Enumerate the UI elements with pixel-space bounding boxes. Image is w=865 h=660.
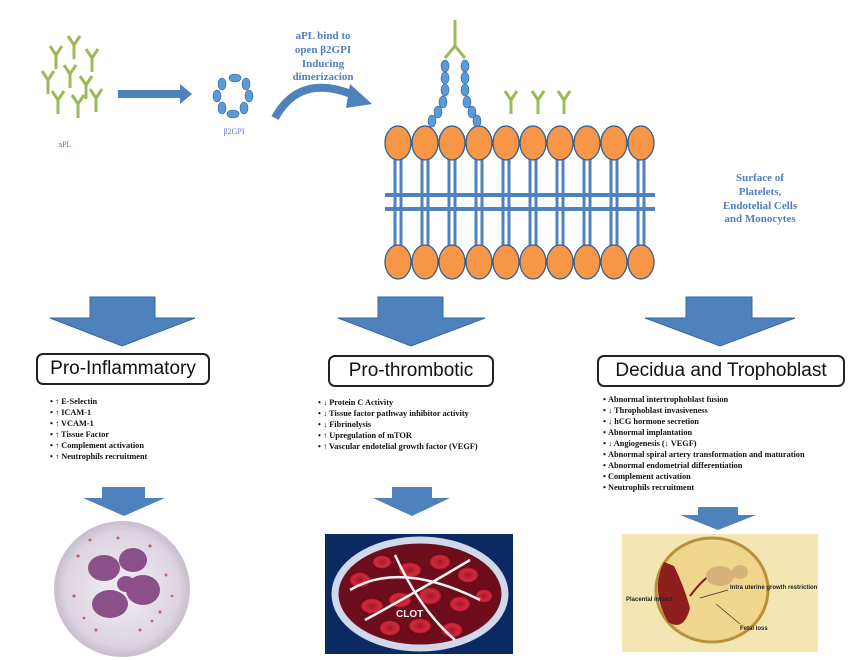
decidua-trophoblast-title: Decidua and Trophoblast [597,355,845,387]
list-item: Neutrophils recruitment [603,482,805,493]
bind-line-4: dimerizacion [292,71,354,84]
list-item: ↑ VCAM-1 [50,418,147,429]
apl-label: aPL [58,140,72,149]
surface-line-2: Platelets, [738,185,782,198]
list-item: ↑ E-Selectin [50,396,147,407]
list-item: Complement activation [603,471,805,482]
placental-infarct-label: Placental infarct [626,597,673,603]
curved-arrow-icon [271,83,358,121]
neutrophil-image [54,521,190,657]
list-item: ↓ Angiogenesis (↓ VEGF) [603,438,805,449]
list-item: ↑ Vascular endotelial growth factor (VEG… [318,441,478,452]
surface-line-1: Surface of [736,172,784,184]
list-item: ↑ Tissue Factor [50,429,147,440]
list-item: ↓ Protein C Activity [318,397,478,408]
clot-label: CLOT [396,609,424,620]
clot-image [325,534,513,654]
down-arrow-mid-icon [337,296,486,347]
membrane-antibody-icon [503,89,572,116]
list-item: ↑ Complement activation [50,440,147,451]
b2gpi-label: β2GPI [223,127,245,136]
down-arrow-right-icon [644,296,796,347]
list-item: ↓ hCG hormone secretion [603,416,805,427]
list-item: ↑ Neutrophils recruitment [50,451,147,462]
pro-thrombotic-list: ↓ Protein C Activity ↓ Tissue factor pat… [318,397,478,452]
pro-thrombotic-title: Pro-thrombotic [328,355,494,387]
pro-inflammatory-list: ↑ E-Selectin ↑ ICAM-1 ↑ VCAM-1 ↑ Tissue … [50,396,147,462]
decidua-trophoblast-list: Abnormal intertrophoblast fusion ↓ Throp… [603,394,805,493]
down-arrow-left-icon [49,296,196,347]
bind-line-1: aPL bind to [295,30,351,42]
fetal-loss-label: Fetal loss [740,626,768,632]
list-item: Abnormal endometrial differentiation [603,460,805,471]
iugr-label: Intra uterine growth restriction [730,585,818,591]
placenta-image [622,534,818,652]
surface-line-4: and Monocytes [724,213,796,226]
small-arrow-left-icon [83,487,165,516]
list-item: Abnormal intertrophoblast fusion [603,394,805,405]
bind-line-3: Inducing [301,57,345,70]
list-item: ↓ Fibrinolysis [318,419,478,430]
apl-antibody-cluster-icon [40,34,104,120]
list-item: ↑ Upregulation of mTOR [318,430,478,441]
list-item: ↑ ICAM-1 [50,407,147,418]
list-item: ↓ Tissue factor pathway inhibitor activi… [318,408,478,419]
bind-line-2: open β2GPI [294,43,352,56]
list-item: Abnormal spiral artery transformation an… [603,449,805,460]
surface-line-3: Endotelial Cells [722,199,798,212]
dimer-complex-icon [427,20,482,128]
flow-arrow-icon [118,84,192,104]
small-arrow-mid-icon [373,487,450,516]
pro-inflammatory-title: Pro-Inflammatory [36,353,210,385]
list-item: ↓ Throphoblast invasiveness [603,405,805,416]
small-arrow-right-icon [680,507,756,530]
list-item: Abnormal implantation [603,427,805,438]
surface-description: Surface of Platelets, Endotelial Cells a… [698,172,822,227]
bind-description: aPL bind to open β2GPI Inducing dimeriza… [268,30,378,85]
b2gpi-ring-icon [212,73,254,119]
lipid-bilayer-icon [384,125,655,280]
